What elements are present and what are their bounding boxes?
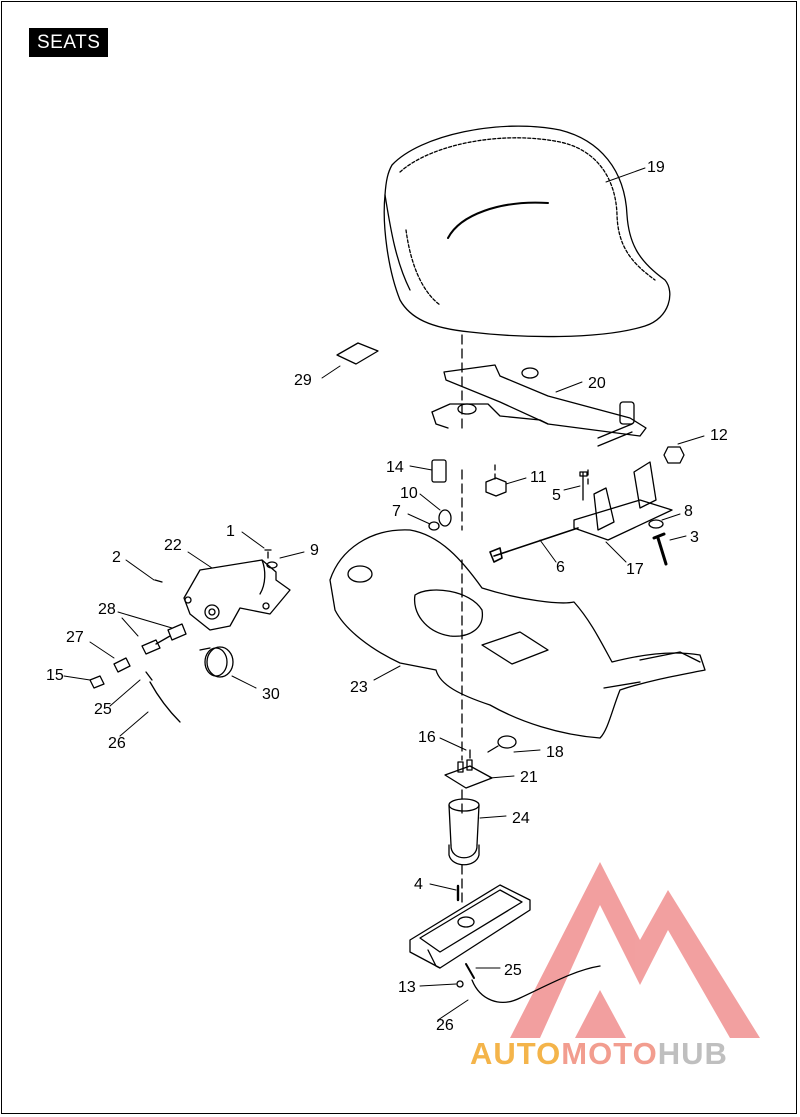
section-tag: SEATS: [29, 28, 109, 57]
bolt-part-6: [489, 527, 579, 563]
washer-part-9: [266, 561, 278, 569]
callout-26-left: 26: [108, 735, 126, 752]
callout-3: 3: [690, 529, 699, 546]
air-spring-part-24: [448, 798, 480, 866]
callout-25-bottom: 25: [504, 962, 522, 979]
callout-9: 9: [310, 542, 319, 559]
callout-1: 1: [226, 523, 235, 540]
housing-bracket-part-22: [183, 559, 291, 631]
callout-30: 30: [262, 686, 280, 703]
screw-part-2: [154, 579, 163, 583]
nut-part-13: [456, 980, 464, 988]
watermark-text: AUTOMOTOHUB: [470, 1036, 728, 1072]
callout-16: 16: [418, 729, 436, 746]
callout-22: 22: [164, 537, 182, 554]
callout-20: 20: [588, 375, 606, 392]
spacer-part-14: [431, 459, 447, 483]
washer-part-8: [648, 519, 664, 529]
callout-17: 17: [626, 561, 644, 578]
callout-27: 27: [66, 629, 84, 646]
fitting-part-27: [113, 657, 131, 673]
watermark-hub: HUB: [657, 1036, 728, 1071]
callout-21: 21: [520, 769, 538, 786]
callout-29: 29: [294, 372, 312, 389]
callout-10: 10: [400, 485, 418, 502]
callout-19: 19: [647, 159, 665, 176]
nut-part-11: [485, 477, 507, 497]
callout-2: 2: [112, 549, 121, 566]
fitting-part-25-left: [145, 671, 153, 681]
nut-part-10: [438, 509, 452, 527]
callout-11: 11: [530, 469, 547, 486]
callout-26-bottom: 26: [436, 1017, 454, 1034]
cap-part-15: [89, 675, 105, 689]
callout-25-left: 25: [94, 701, 112, 718]
callout-7: 7: [392, 503, 401, 520]
callout-13: 13: [398, 979, 416, 996]
callout-4: 4: [414, 876, 423, 893]
callout-15: 15: [46, 667, 64, 684]
seat-bracket-part-20: [431, 364, 647, 447]
watermark-moto: MOTO: [561, 1036, 658, 1071]
gauge-part-30: [199, 646, 234, 678]
callout-12: 12: [710, 427, 728, 444]
ring-part-18: [487, 735, 517, 753]
callout-23: 23: [350, 679, 368, 696]
watermark-logo: [510, 862, 760, 1038]
washer-part-7: [428, 521, 440, 531]
callout-8: 8: [684, 503, 693, 520]
callout-24: 24: [512, 810, 530, 827]
leader-lines: [63, 167, 705, 1021]
label-part-29: [336, 342, 379, 365]
callout-6: 6: [556, 559, 565, 576]
nut-part-12: [663, 446, 685, 464]
seat-part-19: [383, 125, 671, 338]
screw-part-1: [264, 549, 272, 559]
callout-numbers: 19 29 20 12 14 11 5 10 7 8 3 6 17 1 9 2 …: [46, 159, 728, 1034]
callout-28: 28: [98, 601, 116, 618]
plate-part-21: [444, 759, 493, 789]
bolt-part-3: [652, 532, 668, 566]
fittings-part-28: [141, 623, 187, 655]
hose-part-26-left: [149, 681, 181, 723]
hose-part-26-bottom: [471, 965, 601, 1003]
fitting-part-25-bottom: [465, 963, 475, 979]
assembly-axis-line-short: [494, 464, 589, 486]
callout-18: 18: [546, 744, 564, 761]
base-plate: [409, 884, 531, 969]
bolt-part-5: [579, 471, 588, 501]
mounting-bracket-part-17: [573, 461, 673, 541]
seat-pan-part-23: [329, 529, 706, 739]
callout-14: 14: [386, 459, 404, 476]
watermark-auto: AUTO: [470, 1036, 562, 1071]
callout-5: 5: [552, 487, 561, 504]
